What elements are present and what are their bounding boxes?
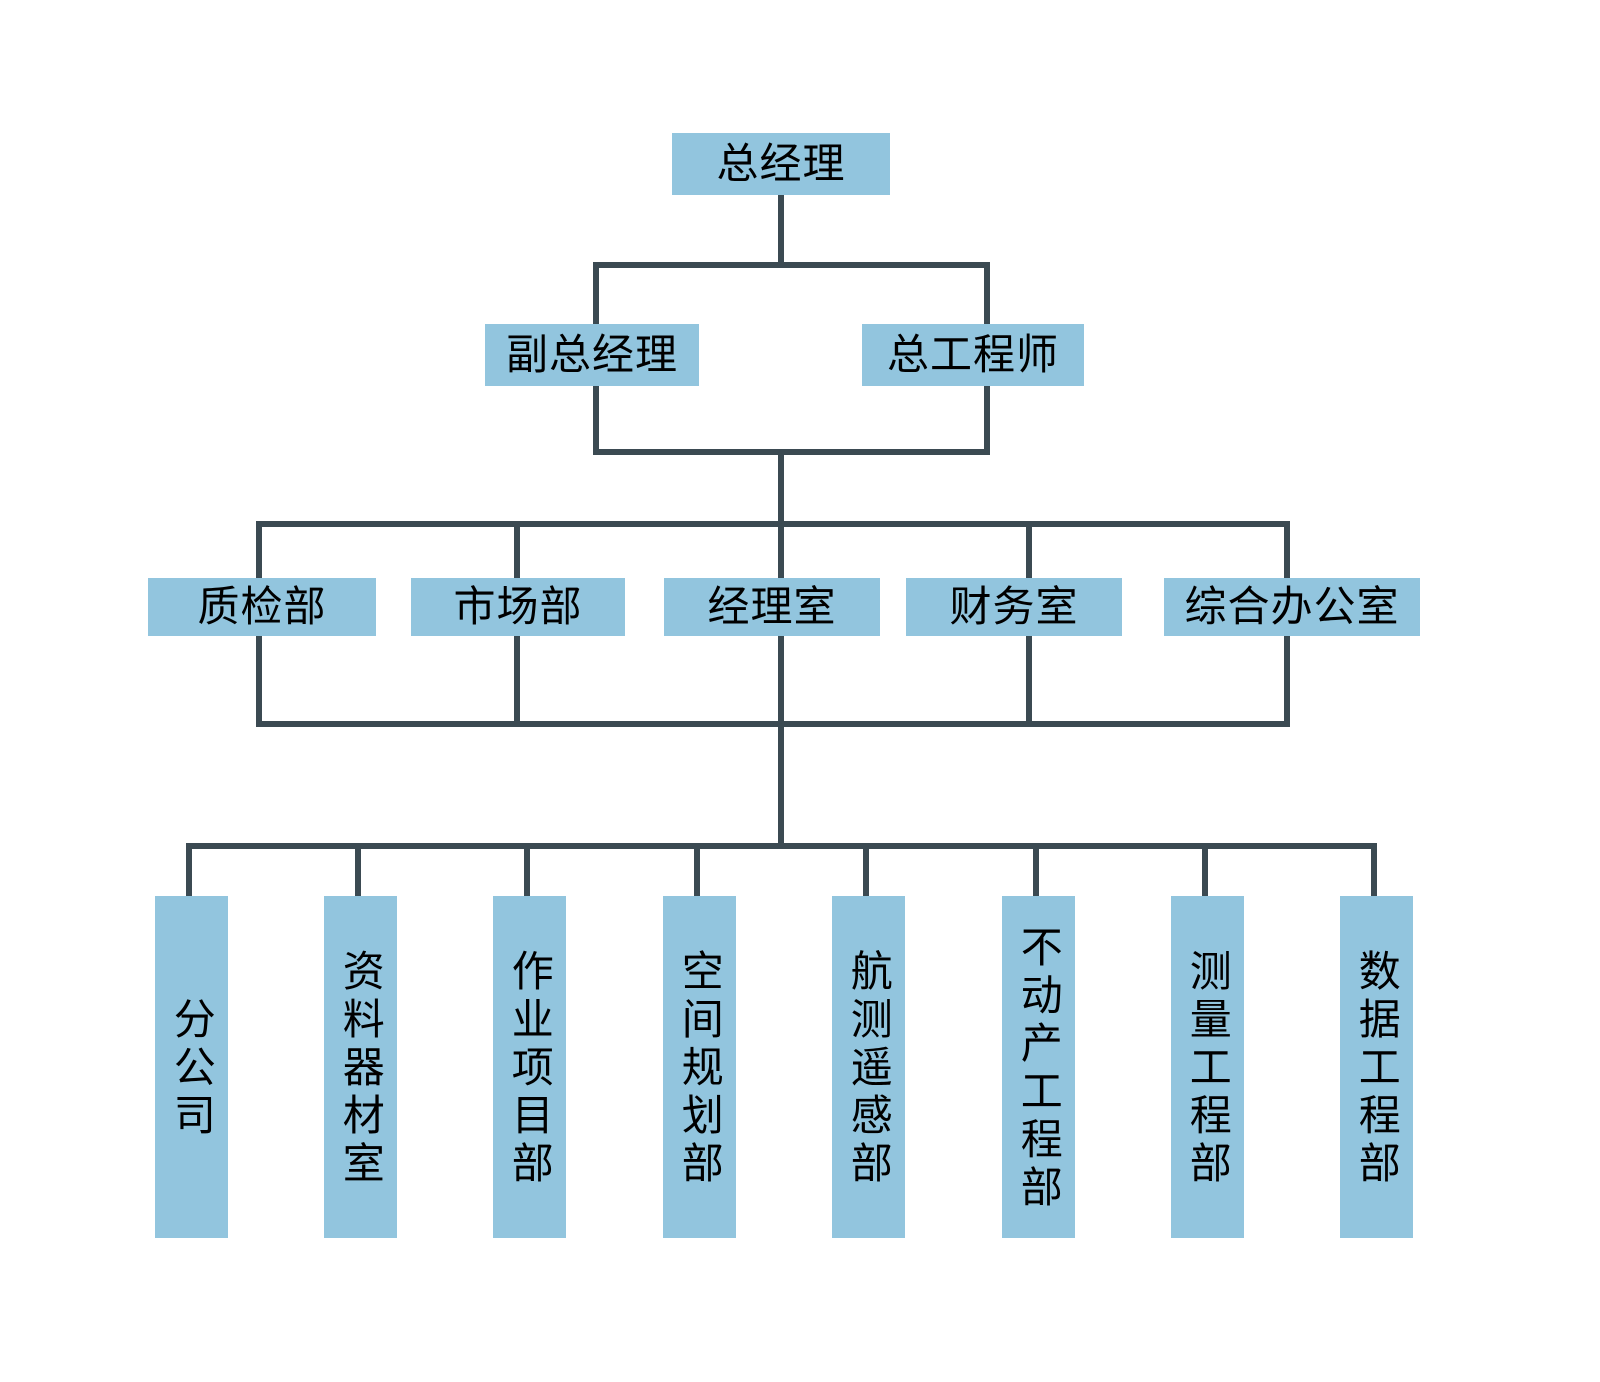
connector-l4-drop-spatial-planning-dept bbox=[694, 843, 700, 911]
connector-l3-drop-manager-office bbox=[778, 521, 784, 581]
connector-l4-drop-materials-equipment-office bbox=[355, 843, 361, 911]
connector-l4-drop-data-engineering-dept bbox=[1371, 843, 1377, 911]
node-label-materials-equipment-office: 资料器材室 bbox=[336, 949, 386, 1189]
connector-l2-bus bbox=[593, 262, 990, 268]
node-label-real-estate-engineering-dept: 不动产工程部 bbox=[1014, 925, 1064, 1213]
node-general-manager[interactable]: 总经理 bbox=[672, 133, 890, 195]
connector-l4-drop-surveying-engineering-dept bbox=[1202, 843, 1208, 911]
node-surveying-engineering-dept[interactable]: 测量工程部 bbox=[1171, 896, 1244, 1238]
connector-l4-bus bbox=[186, 843, 1376, 849]
connector-l4-drop-real-estate-engineering-dept bbox=[1033, 843, 1039, 911]
node-label-chief-engineer: 总工程师 bbox=[886, 330, 1059, 380]
node-operations-project-dept[interactable]: 作业项目部 bbox=[493, 896, 566, 1238]
connector-l4-drop-operations-project-dept bbox=[524, 843, 530, 911]
node-label-quality-inspection-dept: 质检部 bbox=[197, 582, 327, 632]
connector-l3-stem bbox=[778, 449, 784, 527]
connector-l2-riser-chief-engineer bbox=[984, 386, 990, 452]
connector-l2-riser-deputy-general-manager bbox=[593, 386, 599, 452]
node-materials-equipment-office[interactable]: 资料器材室 bbox=[324, 896, 397, 1238]
connector-l3-drop-finance-office bbox=[1026, 521, 1032, 581]
connector-l4-stem bbox=[778, 721, 784, 848]
node-label-aerial-remote-sensing-dept: 航测遥感部 bbox=[844, 949, 894, 1189]
node-real-estate-engineering-dept[interactable]: 不动产工程部 bbox=[1002, 896, 1075, 1238]
connector-l2-drop-deputy-general-manager bbox=[593, 262, 599, 324]
node-label-data-engineering-dept: 数据工程部 bbox=[1352, 949, 1402, 1189]
connector-l1-stem bbox=[778, 195, 784, 265]
connector-l3-drop-quality-inspection-dept bbox=[256, 521, 262, 581]
connector-l3-drop-marketing-dept bbox=[514, 521, 520, 581]
node-label-branch-company: 分公司 bbox=[167, 997, 217, 1141]
node-spatial-planning-dept[interactable]: 空间规划部 bbox=[663, 896, 736, 1238]
node-label-deputy-general-manager: 副总经理 bbox=[505, 330, 678, 380]
node-aerial-remote-sensing-dept[interactable]: 航测遥感部 bbox=[832, 896, 905, 1238]
connector-l4-drop-branch-company bbox=[186, 843, 192, 911]
node-general-office[interactable]: 综合办公室 bbox=[1164, 578, 1420, 636]
node-label-surveying-engineering-dept: 测量工程部 bbox=[1183, 949, 1233, 1189]
connector-l3-riser-quality-inspection-dept bbox=[256, 636, 262, 727]
node-chief-engineer[interactable]: 总工程师 bbox=[862, 324, 1084, 386]
node-deputy-general-manager[interactable]: 副总经理 bbox=[485, 324, 699, 386]
node-manager-office[interactable]: 经理室 bbox=[664, 578, 880, 636]
connector-l3-riser-marketing-dept bbox=[514, 636, 520, 727]
node-label-general-office: 综合办公室 bbox=[1184, 582, 1400, 632]
connector-l2-merge-bus bbox=[593, 449, 990, 455]
node-quality-inspection-dept[interactable]: 质检部 bbox=[148, 578, 376, 636]
connector-l4-drop-aerial-remote-sensing-dept bbox=[863, 843, 869, 911]
node-label-spatial-planning-dept: 空间规划部 bbox=[675, 949, 725, 1189]
node-branch-company[interactable]: 分公司 bbox=[155, 896, 228, 1238]
connector-l3-riser-general-office bbox=[1284, 636, 1290, 727]
connector-l3-bus bbox=[256, 521, 1290, 527]
node-marketing-dept[interactable]: 市场部 bbox=[411, 578, 625, 636]
connector-l3-drop-general-office bbox=[1284, 521, 1290, 581]
node-data-engineering-dept[interactable]: 数据工程部 bbox=[1340, 896, 1413, 1238]
node-label-manager-office: 经理室 bbox=[707, 582, 837, 632]
connector-l3-merge-bus bbox=[256, 721, 1290, 727]
node-label-general-manager: 总经理 bbox=[716, 139, 846, 189]
node-label-finance-office: 财务室 bbox=[949, 582, 1079, 632]
node-finance-office[interactable]: 财务室 bbox=[906, 578, 1122, 636]
node-label-operations-project-dept: 作业项目部 bbox=[505, 949, 555, 1189]
connector-l2-drop-chief-engineer bbox=[984, 262, 990, 324]
node-label-marketing-dept: 市场部 bbox=[453, 582, 583, 632]
connector-l3-riser-finance-office bbox=[1026, 636, 1032, 727]
connector-l3-riser-manager-office bbox=[778, 636, 784, 727]
